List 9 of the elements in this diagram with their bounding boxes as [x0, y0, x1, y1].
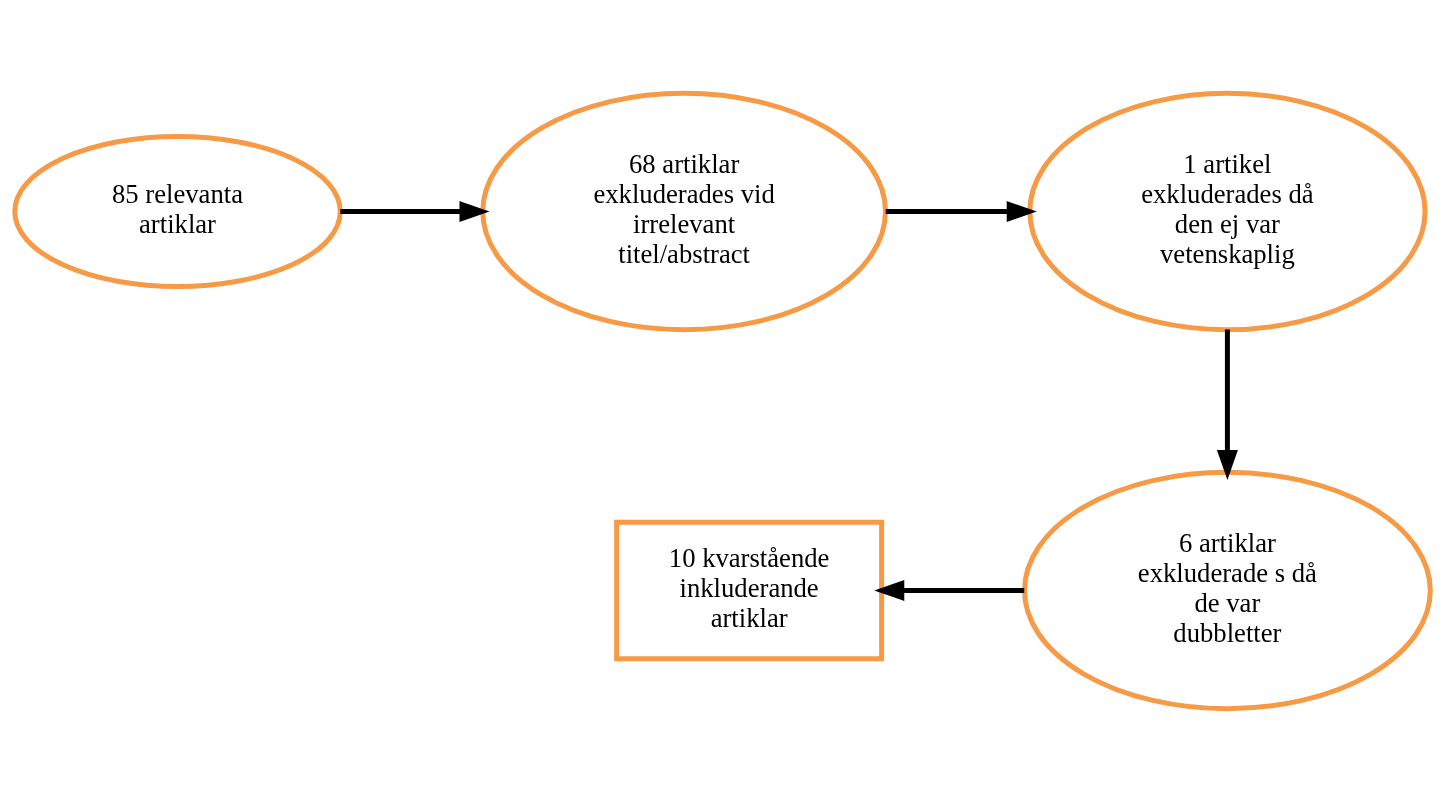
arrow	[885, 200, 1037, 223]
arrow	[340, 200, 490, 223]
arrow	[874, 579, 1025, 602]
arrow	[1216, 329, 1238, 480]
node-box: 10 kvarstående inkluderande artiklar	[614, 519, 885, 662]
node-ellipse: 68 artiklar exkluderades vid irrelevant titel/abstract	[480, 90, 888, 333]
node-ellipse: 6 artiklar exkluderade s då de var dubbletter	[1022, 469, 1433, 712]
node-ellipse: 85 relevanta artiklar	[12, 134, 343, 289]
node-ellipse: 1 artikel exkluderades då den ej var vetenskaplig	[1027, 90, 1428, 333]
